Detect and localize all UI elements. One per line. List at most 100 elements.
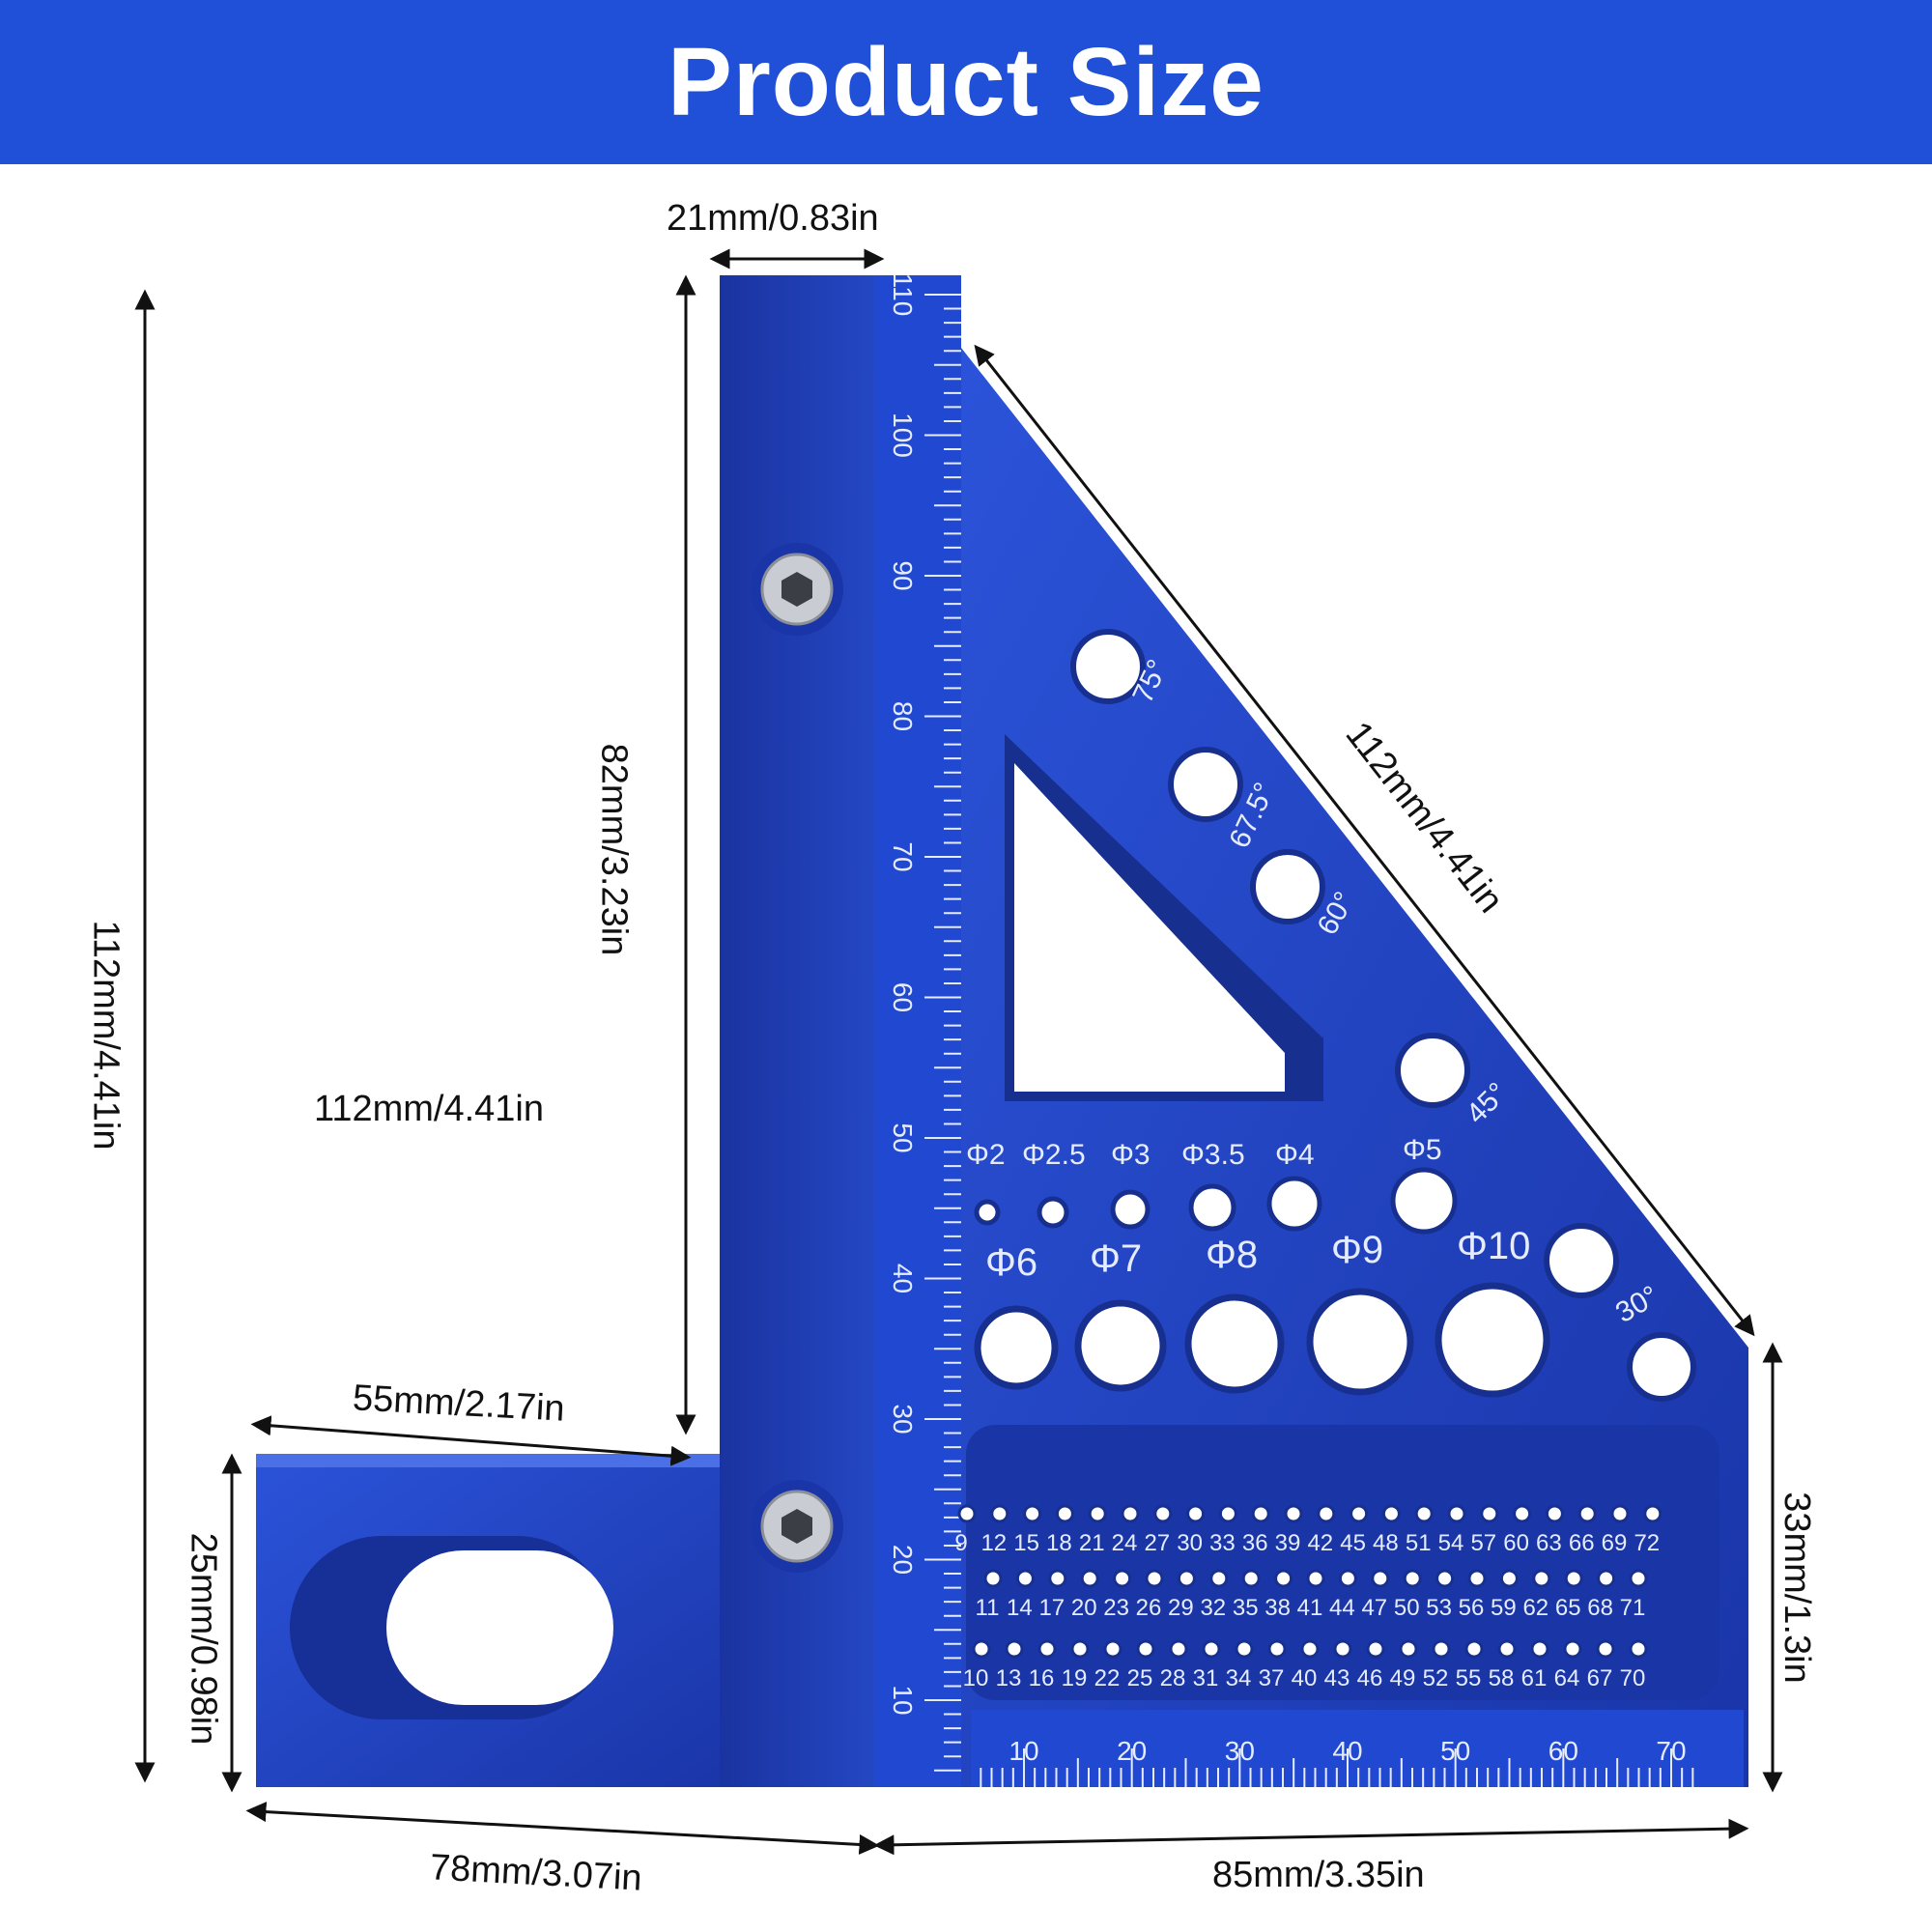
scribe-hole	[1564, 1569, 1583, 1588]
scribe-hole	[1532, 1569, 1551, 1588]
scribe-label: 57	[1470, 1530, 1496, 1556]
ruler-label: 30	[1225, 1736, 1255, 1766]
ruler-label: 60	[1548, 1736, 1578, 1766]
scribe-hole	[1464, 1639, 1484, 1659]
scribe-hole	[1235, 1639, 1254, 1659]
dim-top-width: 21mm/0.83in	[667, 198, 879, 239]
scribe-hole	[1610, 1504, 1630, 1523]
dimension-lines	[134, 248, 1783, 1856]
scribe-hole	[1048, 1569, 1067, 1588]
ruler-label: 20	[888, 1545, 918, 1575]
scribe-hole	[1563, 1639, 1582, 1659]
screw-top-icon	[751, 543, 843, 636]
scribe-label: 56	[1459, 1595, 1485, 1621]
small-hole-label: Φ5	[1403, 1134, 1442, 1166]
scribe-label: 11	[976, 1595, 1000, 1621]
scribe-label: 23	[1103, 1595, 1129, 1621]
scribe-hole	[1366, 1639, 1385, 1659]
large-hole-label: Φ7	[1090, 1237, 1142, 1280]
large-hole-label: Φ10	[1457, 1225, 1530, 1267]
large-hole-label: Φ9	[1331, 1229, 1383, 1271]
scribe-hole	[1103, 1639, 1122, 1659]
scribe-hole	[1545, 1504, 1564, 1523]
scribe-hole	[1186, 1504, 1206, 1523]
scribe-hole	[1218, 1504, 1237, 1523]
scribe-hole	[1088, 1504, 1107, 1523]
scribe-label: 41	[1297, 1595, 1323, 1621]
scribe-hole	[957, 1504, 977, 1523]
scribe-hole	[1381, 1504, 1401, 1523]
scribe-hole	[1169, 1639, 1188, 1659]
scribe-label: 12	[980, 1530, 1007, 1556]
scribe-hole	[1597, 1569, 1616, 1588]
ruler-label: 30	[888, 1404, 918, 1434]
scribe-label: 24	[1112, 1530, 1138, 1556]
scribe-label: 17	[1038, 1595, 1065, 1621]
scribe-hole	[1643, 1504, 1662, 1523]
scribe-hole	[1005, 1639, 1024, 1659]
scribe-hole	[1513, 1504, 1532, 1523]
scribe-hole	[1577, 1504, 1597, 1523]
scribe-hole	[1113, 1569, 1132, 1588]
scribe-hole	[1317, 1504, 1336, 1523]
scribe-hole	[1497, 1639, 1517, 1659]
scribe-label: 70	[1620, 1665, 1646, 1691]
ruler-label: 20	[1117, 1736, 1147, 1766]
scribe-label: 53	[1426, 1595, 1452, 1621]
scribe-hole	[1284, 1504, 1303, 1523]
scribe-hole	[1338, 1569, 1357, 1588]
ruler-label: 60	[888, 982, 918, 1012]
horizontal-ruler-ticks	[980, 1748, 1694, 1787]
scribe-label: 31	[1193, 1665, 1219, 1691]
scribe-label: 45	[1340, 1530, 1366, 1556]
scribe-hole	[1241, 1569, 1261, 1588]
small-hole-label: Φ4	[1275, 1139, 1315, 1171]
scribe-hole	[1070, 1639, 1090, 1659]
scribe-label: 68	[1587, 1595, 1613, 1621]
header-banner: Product Size	[0, 0, 1932, 164]
ruler-label: 100	[888, 412, 918, 458]
scribe-label: 69	[1602, 1530, 1628, 1556]
ruler-label: 70	[888, 841, 918, 871]
scribe-label: 13	[996, 1665, 1022, 1691]
scribe-label: 30	[1177, 1530, 1203, 1556]
scribe-hole	[972, 1639, 991, 1659]
scribe-hole	[1300, 1639, 1320, 1659]
scribe-hole	[990, 1504, 1009, 1523]
scribe-label: 32	[1200, 1595, 1226, 1621]
scribe-hole	[1306, 1569, 1325, 1588]
scribe-label: 51	[1406, 1530, 1432, 1556]
large-hole-label: Φ8	[1206, 1234, 1258, 1276]
scribe-hole	[1414, 1504, 1434, 1523]
scribe-hole	[1403, 1569, 1422, 1588]
scribe-label: 59	[1491, 1595, 1517, 1621]
scribe-label: 47	[1361, 1595, 1387, 1621]
scribe-label: 33	[1209, 1530, 1236, 1556]
scribe-label: 26	[1136, 1595, 1162, 1621]
scribe-hole	[1467, 1569, 1487, 1588]
scribe-hole	[1209, 1569, 1229, 1588]
dim-bottom-right: 85mm/3.35in	[1212, 1855, 1425, 1895]
scribe-hole	[1447, 1504, 1466, 1523]
scribe-hole	[1480, 1504, 1499, 1523]
scribe-label: 38	[1264, 1595, 1291, 1621]
scribe-label: 46	[1357, 1665, 1383, 1691]
scribe-hole	[1596, 1639, 1615, 1659]
scribe-hole	[1629, 1569, 1648, 1588]
dim-inner-height: 82mm/3.23in	[593, 743, 635, 956]
scribe-label: 10	[963, 1665, 989, 1691]
scribe-label: 49	[1390, 1665, 1416, 1691]
scribe-label: 48	[1373, 1530, 1399, 1556]
scribe-label: 66	[1569, 1530, 1595, 1556]
small-hole-label: Φ3	[1111, 1139, 1151, 1171]
ruler-label: 50	[888, 1122, 918, 1152]
scribe-label: 35	[1233, 1595, 1259, 1621]
dim-right-height: 33mm/1.3in	[1776, 1492, 1817, 1684]
scribe-hole	[1333, 1639, 1352, 1659]
scribe-label: 40	[1292, 1665, 1318, 1691]
scribe-label: 50	[1394, 1595, 1420, 1621]
scribe-label: 42	[1307, 1530, 1333, 1556]
scribe-label: 61	[1521, 1665, 1548, 1691]
scribe-label: 55	[1456, 1665, 1482, 1691]
